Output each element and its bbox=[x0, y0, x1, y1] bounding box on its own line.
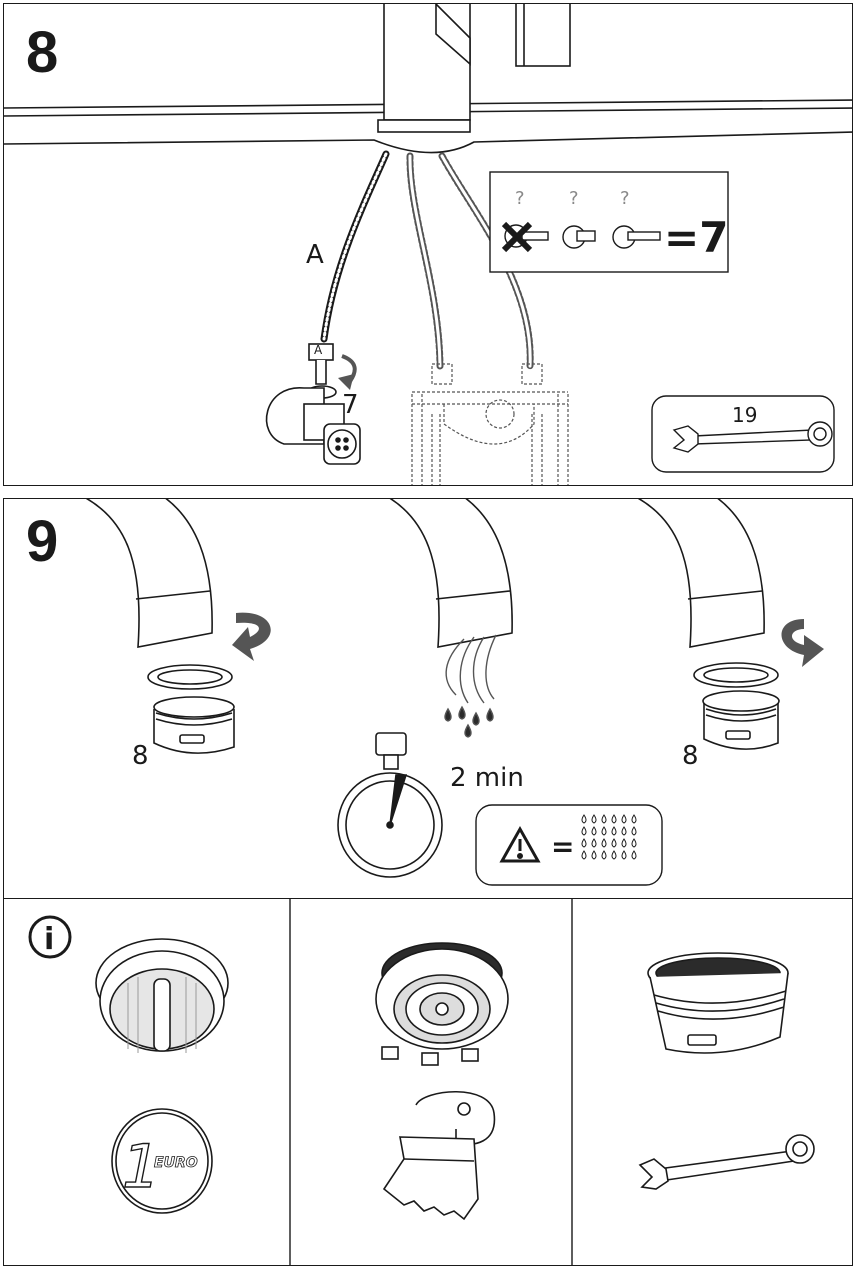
spout-icon bbox=[637, 499, 765, 648]
info-symbol: i bbox=[44, 922, 54, 957]
step-9-panel: 9 bbox=[3, 498, 853, 900]
step-8-illustration: ? ? ? =7 19 bbox=[4, 4, 852, 485]
faucet-icon bbox=[377, 4, 571, 133]
warning-equals: = bbox=[551, 830, 574, 863]
warning-icon bbox=[499, 825, 541, 863]
rotation-label: 7 bbox=[342, 390, 359, 420]
arrow-rotate-icon bbox=[232, 612, 271, 661]
question-mark-2: ? bbox=[569, 188, 579, 209]
right-part-label: 8 bbox=[682, 741, 699, 771]
aerator-icon bbox=[693, 662, 780, 750]
question-mark-3: ? bbox=[620, 188, 630, 209]
step-number: 9 bbox=[26, 509, 59, 574]
angle-valve-icon bbox=[265, 343, 361, 465]
tight-icon bbox=[562, 225, 596, 249]
water-drops-icon bbox=[581, 814, 637, 860]
wrench-icon bbox=[638, 1134, 815, 1190]
left-part-label: 8 bbox=[132, 741, 149, 771]
wrench-icon bbox=[672, 421, 833, 453]
info-icon: i bbox=[28, 915, 72, 959]
aerator-insert-icon bbox=[375, 942, 509, 1066]
euro-coin-icon: 1 EURO bbox=[111, 1108, 213, 1214]
question-mark-1: ? bbox=[515, 188, 525, 209]
aerator-coin-slot-icon bbox=[95, 938, 229, 1053]
coin-numeral: 1 bbox=[122, 1132, 160, 1202]
info-illustration: i 1 EURO bbox=[28, 899, 815, 1265]
wrench-size: 19 bbox=[732, 403, 757, 427]
spout-icon bbox=[85, 499, 213, 648]
step-8-panel: 8 bbox=[3, 3, 853, 486]
aerator-housing-icon bbox=[647, 952, 789, 1054]
step-9-illustration: = bbox=[85, 499, 824, 886]
aerator-icon bbox=[147, 664, 235, 754]
flush-duration: 2 min bbox=[450, 763, 524, 793]
wrench-box: 19 bbox=[651, 395, 835, 473]
aerator-key-icon bbox=[382, 1091, 496, 1221]
spout-icon bbox=[389, 499, 513, 648]
arrow-rotate-icon bbox=[781, 619, 824, 667]
hose-label: A bbox=[306, 240, 324, 270]
info-panel: i 1 EURO bbox=[3, 898, 853, 1266]
water-drops-icon bbox=[444, 634, 497, 738]
overtightened-icon bbox=[501, 221, 549, 253]
water-heater-icon bbox=[411, 363, 569, 485]
torque-box: ? ? ? =7 bbox=[489, 171, 729, 273]
loose-icon bbox=[612, 225, 661, 249]
stopwatch-icon bbox=[337, 732, 443, 878]
coin-text: EURO bbox=[154, 1155, 198, 1171]
warning-box: = bbox=[475, 804, 663, 886]
step-number: 8 bbox=[26, 20, 59, 85]
arrow-head-icon bbox=[338, 374, 354, 390]
valve-tag: A bbox=[314, 343, 323, 357]
torque-result: =7 bbox=[664, 213, 728, 262]
